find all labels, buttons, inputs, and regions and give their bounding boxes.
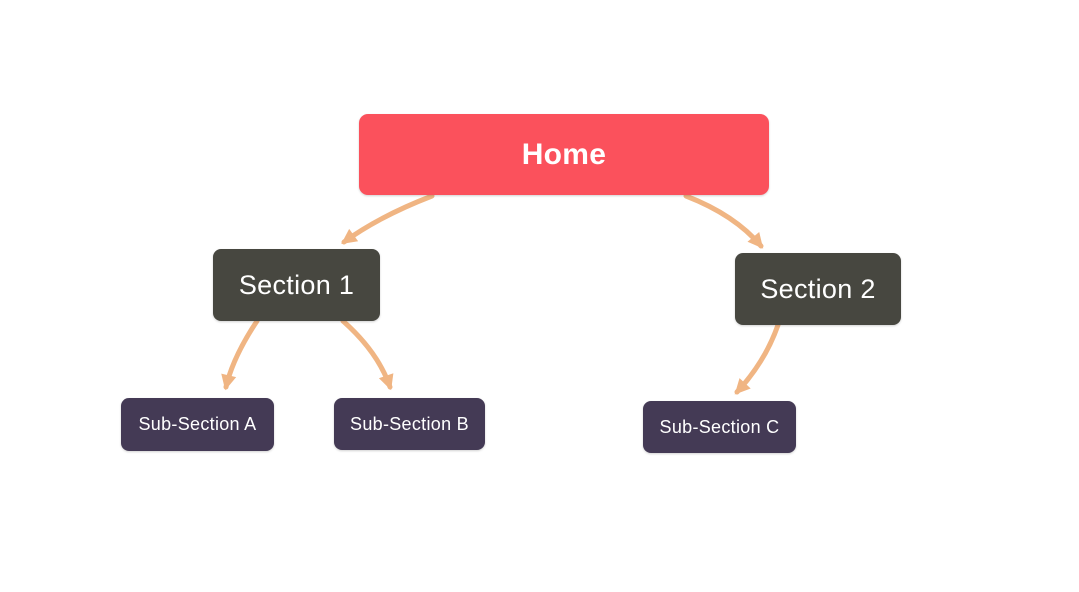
edge-home-section2[interactable] [683,193,764,249]
node-section-1-label: Section 1 [238,269,355,300]
edge-section1-subA[interactable] [221,318,260,391]
node-sub-section-a[interactable]: Sub-Section A [121,398,274,451]
node-section-1[interactable]: Section 1 [213,249,380,321]
node-sub-section-c[interactable]: Sub-Section C [643,401,796,453]
node-home-label: Home [521,137,607,171]
edge-home-section1[interactable] [341,193,435,245]
node-home[interactable]: Home [359,114,769,195]
node-section-2[interactable]: Section 2 [735,253,901,325]
edge-section1-subB[interactable] [340,318,394,391]
node-section-2-label: Section 2 [760,273,876,304]
node-sub-section-b-label: Sub-Section B [350,413,469,434]
node-sub-section-a-label: Sub-Section A [138,414,257,434]
edge-section2-subC[interactable] [734,322,781,395]
node-sub-section-b[interactable]: Sub-Section B [334,398,485,450]
node-sub-section-c-label: Sub-Section C [659,416,780,437]
